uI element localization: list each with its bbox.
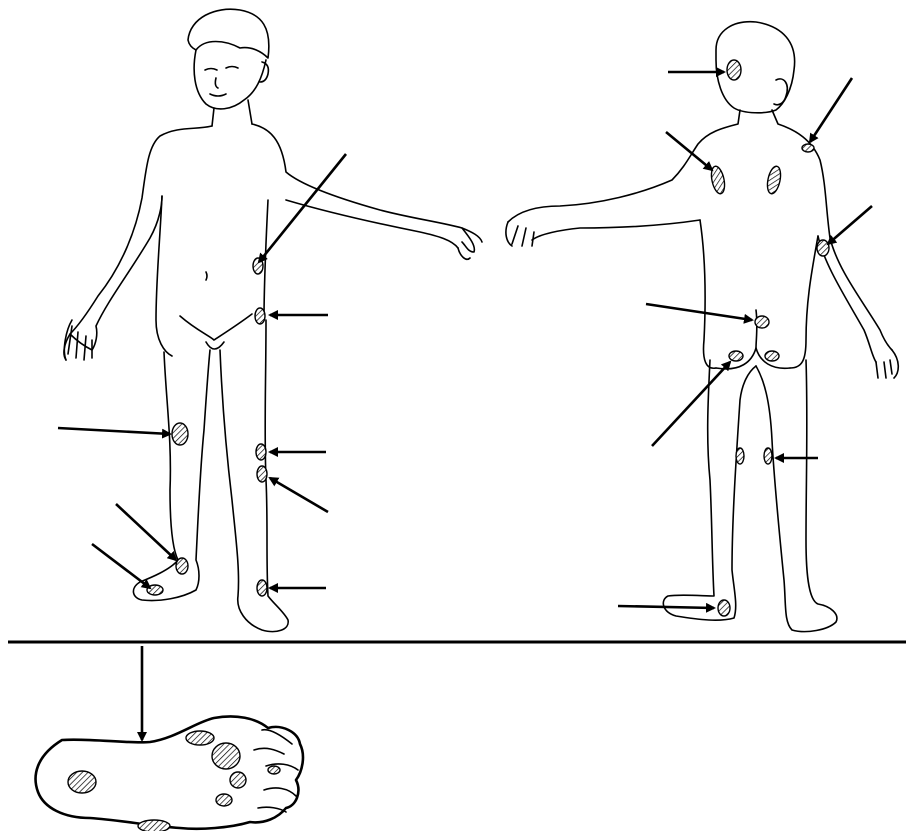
arrow-icon: [116, 504, 176, 560]
hatched-pressure-spot-icon: [176, 558, 188, 574]
arrow-icon: [828, 206, 872, 244]
arrow-icon: [646, 304, 752, 320]
arrow-icon: [270, 478, 328, 512]
hatched-pressure-spot-icon: [257, 466, 267, 482]
front-view-figure: [64, 9, 482, 631]
hatched-pressure-spot-icon: [257, 580, 267, 596]
front-view-spots: [147, 258, 267, 596]
hatched-pressure-spot-icon: [138, 820, 170, 831]
hatched-pressure-spot-icon: [255, 308, 265, 324]
arrow-icon: [92, 544, 150, 588]
hatched-pressure-spot-icon: [765, 165, 783, 195]
arrow-icon: [652, 362, 730, 446]
hatched-pressure-spot-icon: [216, 794, 232, 806]
hatched-pressure-spot-icon: [186, 731, 214, 745]
hatched-pressure-spot-icon: [268, 766, 280, 774]
hatched-pressure-spot-icon: [727, 60, 741, 80]
hatched-pressure-spot-icon: [230, 772, 246, 788]
hatched-pressure-spot-icon: [212, 743, 240, 769]
hatched-pressure-spot-icon: [256, 444, 266, 460]
hatched-pressure-spot-icon: [755, 316, 769, 328]
back-view-arrows: [618, 72, 872, 608]
hatched-pressure-spot-icon: [718, 600, 730, 616]
back-view-figure: [506, 22, 898, 632]
hatched-pressure-spot-icon: [817, 240, 829, 256]
hatched-pressure-spot-icon: [729, 351, 743, 361]
arrow-icon: [810, 78, 852, 142]
sole-of-foot-figure: [36, 716, 303, 831]
hatched-pressure-spot-icon: [802, 144, 814, 152]
back-view-spots: [709, 60, 829, 616]
hatched-pressure-spot-icon: [765, 351, 779, 361]
hatched-pressure-spot-icon: [764, 448, 772, 464]
arrow-icon: [618, 606, 714, 608]
hatched-pressure-spot-icon: [736, 448, 744, 464]
hatched-pressure-spot-icon: [172, 423, 188, 445]
hatched-pressure-spot-icon: [68, 771, 96, 793]
arrow-icon: [58, 428, 170, 434]
arrow-icon: [259, 154, 346, 262]
front-view-arrows: [58, 154, 346, 588]
